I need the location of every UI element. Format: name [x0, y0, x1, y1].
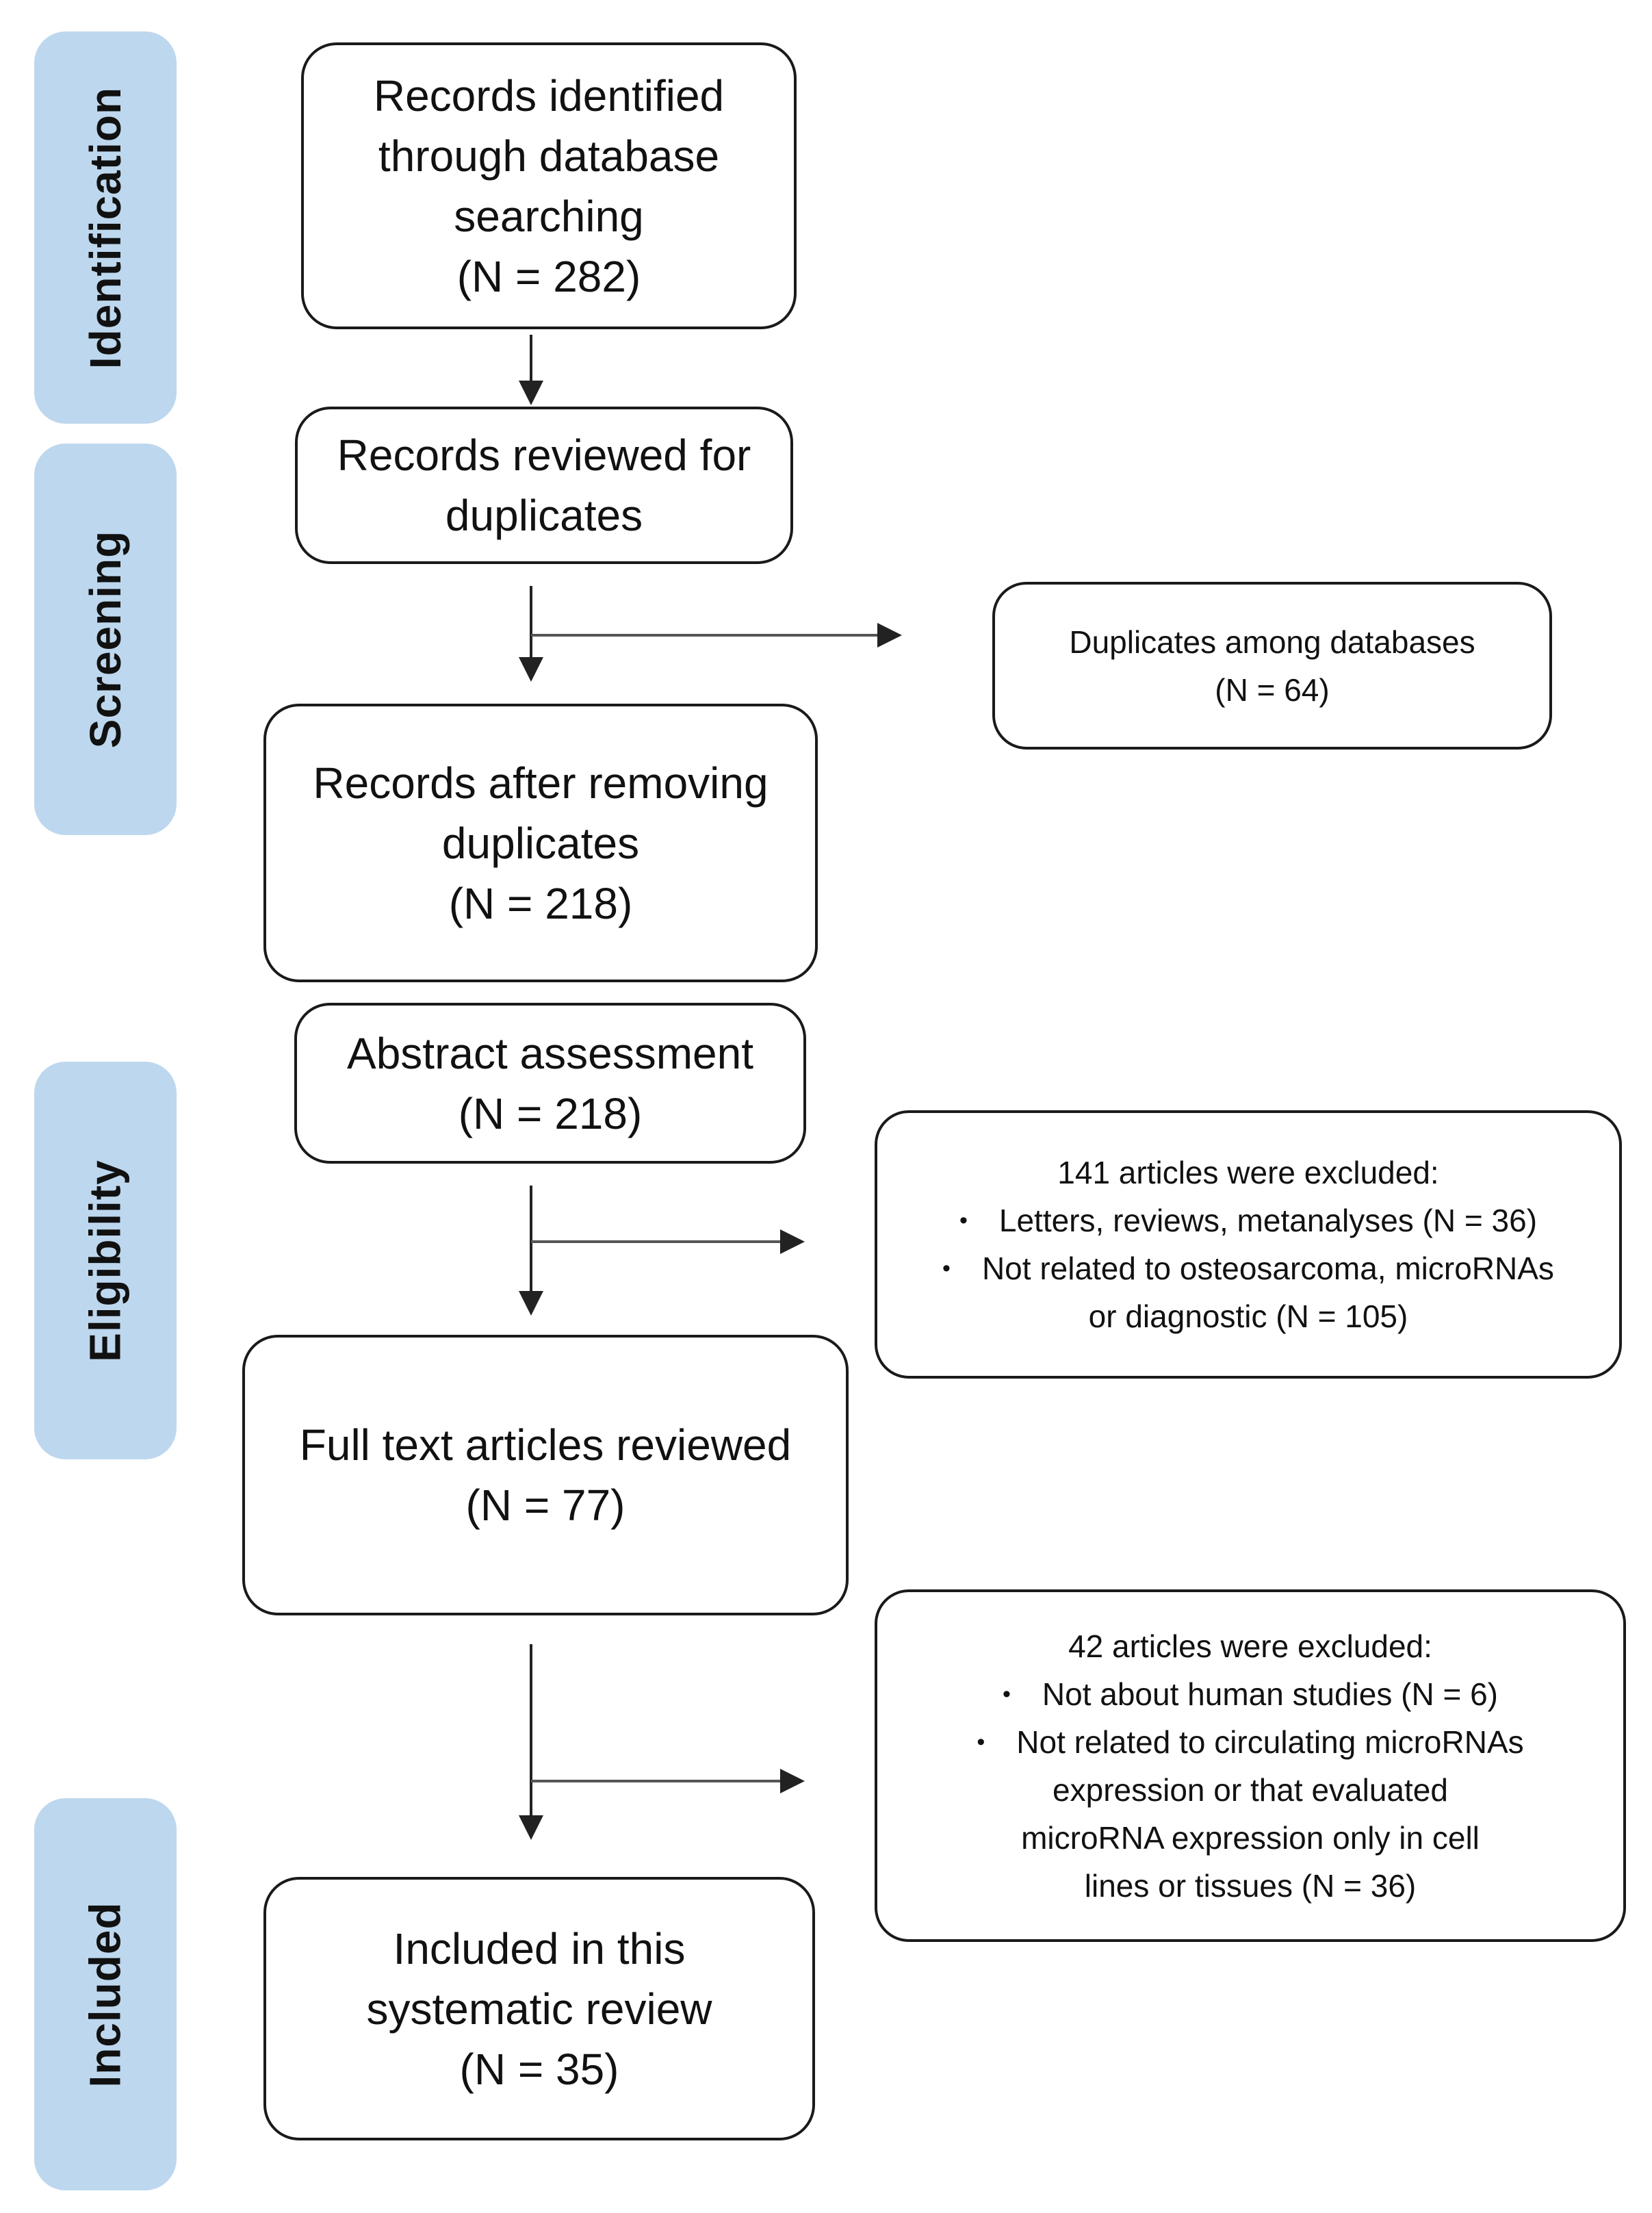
arrow-identified-to-reviewed-stem: [530, 335, 532, 383]
stage-label-included: Included: [34, 1798, 177, 2190]
stage-label-eligibility: Eligibility: [34, 1062, 177, 1459]
branch-to-excluded-42-head-icon: [780, 1769, 805, 1793]
bullet-icon: •: [942, 1255, 951, 1281]
flow-box-full-text-reviewed: Full text articles reviewed (N = 77): [242, 1335, 849, 1615]
side-box-line: • Not related to osteosarcoma, microRNAs: [942, 1244, 1554, 1292]
branch-line-to-excluded-141: [531, 1240, 780, 1243]
flow-box-records-reviewed: Records reviewed for duplicates: [295, 407, 793, 564]
arrow-fulltext-to-included-stem: [530, 1644, 532, 1817]
bullet-icon: •: [959, 1207, 968, 1233]
side-box-line-text: 141 articles were excluded:: [1057, 1155, 1439, 1190]
branch-line-to-duplicates: [531, 634, 877, 637]
box-line: searching: [454, 191, 644, 241]
side-box-line: 141 articles were excluded:: [1057, 1149, 1438, 1197]
side-box-line: microRNA expression only in cell: [1021, 1814, 1480, 1862]
stage-label-text: Eligibility: [81, 1159, 130, 1362]
box-line: (N = 77): [465, 1481, 625, 1530]
arrow-identified-to-reviewed-head-icon: [519, 381, 543, 405]
flow-box-included-review: Included in this systematic review (N = …: [263, 1877, 815, 2140]
box-line: Included in this: [393, 1923, 686, 1973]
arrow-abstract-to-fulltext-stem: [530, 1186, 532, 1292]
stage-label-text: Included: [81, 1901, 130, 2088]
side-box-line: • Not related to circulating microRNAs: [977, 1718, 1523, 1766]
side-box-excluded-42: 42 articles were excluded: • Not about h…: [875, 1589, 1626, 1942]
box-text: Included in this systematic review (N = …: [367, 1919, 712, 2099]
side-box-line: expression or that evaluated: [1053, 1766, 1448, 1814]
stage-label-text: Identification: [81, 86, 130, 369]
branch-to-duplicates-head-icon: [877, 623, 902, 648]
side-box-line-text: expression or that evaluated: [1053, 1771, 1448, 1808]
box-text: Records reviewed for duplicates: [337, 425, 751, 546]
stage-label-identification: Identification: [34, 31, 177, 424]
side-box-line-text: microRNA expression only in cell: [1021, 1819, 1480, 1856]
box-line: duplicates: [441, 818, 640, 868]
flow-box-records-identified: Records identified through database sear…: [301, 42, 797, 329]
branch-to-excluded-141-head-icon: [780, 1229, 805, 1254]
side-box-line-text: Not related to osteosarcoma, microRNAs: [981, 1251, 1554, 1286]
side-box-excluded-141: 141 articles were excluded: • Letters, r…: [875, 1110, 1622, 1379]
bullet-icon: •: [977, 1728, 985, 1755]
box-line: (N = 282): [456, 251, 641, 301]
side-box-line-text: (N = 64): [1215, 671, 1330, 708]
side-box-line: or diagnostic (N = 105): [1089, 1292, 1408, 1340]
side-box-line-text: lines or tissues (N = 36): [1084, 1867, 1417, 1904]
side-box-line: • Letters, reviews, metanalyses (N = 36): [959, 1197, 1537, 1244]
side-box-line-text: or diagnostic (N = 105): [1088, 1299, 1408, 1334]
flow-box-abstract-assessment: Abstract assessment (N = 218): [294, 1003, 806, 1164]
box-line: Records identified: [373, 71, 725, 120]
arrow-fulltext-to-included-head-icon: [519, 1815, 543, 1840]
side-box-line-text: Not about human studies (N = 6): [1042, 1676, 1498, 1712]
side-box-line: • Not about human studies (N = 6): [1003, 1670, 1498, 1718]
flow-box-records-after-removing: Records after removing duplicates (N = 2…: [263, 704, 818, 982]
box-text: Records identified through database sear…: [374, 66, 724, 307]
bullet-icon: •: [1003, 1680, 1011, 1707]
side-box-line: Duplicates among databases: [1069, 618, 1475, 666]
arrow-abstract-to-fulltext-head-icon: [519, 1291, 543, 1316]
box-line: (N = 218): [448, 878, 633, 928]
box-line: Records after removing: [313, 758, 769, 808]
side-box-line-text: Duplicates among databases: [1069, 624, 1475, 660]
side-box-line-text: 42 articles were excluded:: [1068, 1628, 1432, 1664]
branch-line-to-excluded-42: [531, 1780, 780, 1782]
side-box-line: 42 articles were excluded:: [1068, 1622, 1432, 1670]
side-box-line: lines or tissues (N = 36): [1085, 1862, 1416, 1910]
box-line: duplicates: [445, 491, 643, 540]
box-line: through database: [378, 131, 720, 181]
box-line: (N = 218): [458, 1088, 643, 1138]
arrow-reviewed-to-after-head-icon: [519, 657, 543, 682]
box-line: Abstract assessment: [347, 1028, 753, 1078]
box-text: Records after removing duplicates (N = 2…: [313, 753, 768, 934]
box-line: systematic review: [366, 1984, 712, 2034]
box-line: Full text articles reviewed: [299, 1420, 792, 1470]
box-text: Abstract assessment (N = 218): [347, 1023, 753, 1144]
stage-label-text: Screening: [81, 530, 130, 749]
side-box-line-text: Not related to circulating microRNAs: [1016, 1724, 1524, 1760]
side-box-line-text: Letters, reviews, metanalyses (N = 36): [998, 1203, 1538, 1238]
side-box-line: (N = 64): [1215, 666, 1329, 714]
stage-label-screening: Screening: [34, 444, 177, 835]
side-box-duplicates-among-databases: Duplicates among databases (N = 64): [992, 582, 1552, 750]
arrow-reviewed-to-after-stem: [530, 586, 532, 660]
box-text: Full text articles reviewed (N = 77): [300, 1415, 791, 1535]
box-line: Records reviewed for: [337, 431, 751, 480]
box-line: (N = 35): [459, 2044, 619, 2094]
